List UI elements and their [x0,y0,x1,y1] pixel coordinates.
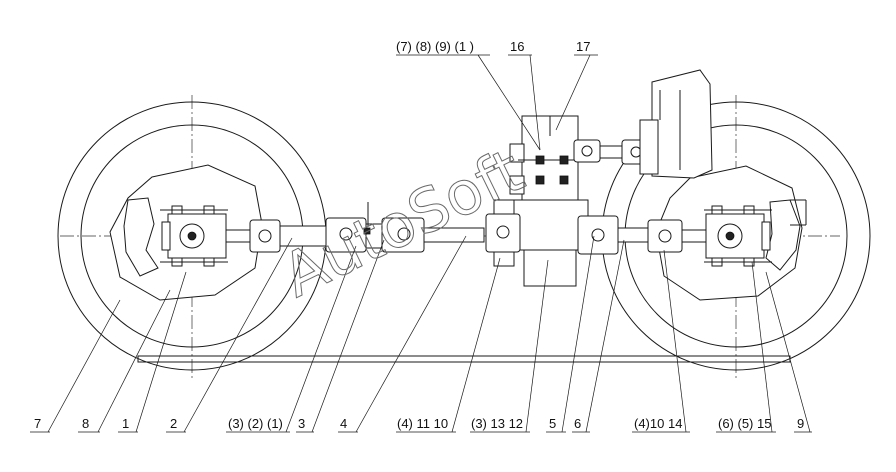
label-4-10-14: (4)10 14 [634,416,682,431]
label-7-8-9-1: (7) (8) (9) (1 ) [396,39,474,54]
label-16: 16 [510,39,524,54]
label-5: 5 [549,416,556,431]
label-1: 1 [122,416,129,431]
label-17: 17 [576,39,590,54]
label-6-5-15: (6) (5) 15 [718,416,771,431]
central-gearbox [485,115,651,287]
label-8: 8 [82,416,89,431]
right-cardan-shaft [577,215,707,255]
left-axle-gearbox [160,205,228,267]
label-3-13-12: (3) 13 12 [471,416,523,431]
label-9: 9 [797,416,804,431]
leader-lines [30,54,812,433]
label-4: 4 [340,416,347,431]
left-cardan-shaft [225,202,485,253]
label-3: 3 [298,416,305,431]
right-axle-gearbox [704,205,772,267]
label-4-11-10: (4) 11 10 [397,416,448,431]
label-7: 7 [34,416,41,431]
top-labels: (7) (8) (9) (1 ) 16 17 [396,39,590,54]
label-2: 2 [170,416,177,431]
label-3-2-1: (3) (2) (1) [228,416,283,431]
bottom-labels: 7 8 1 2 (3) (2) (1) 3 4 (4) 11 10 (3) 13… [34,416,804,431]
label-6: 6 [574,416,581,431]
traction-motor [639,69,713,179]
